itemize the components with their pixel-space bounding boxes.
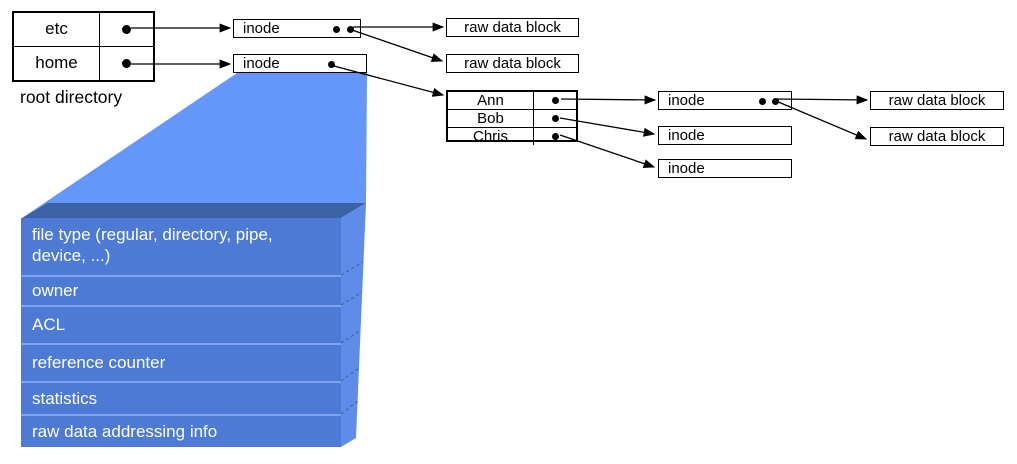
inode-box-chris: inode bbox=[658, 159, 792, 178]
inode-box-bob: inode bbox=[658, 126, 792, 145]
inode-label: inode bbox=[668, 127, 705, 144]
raw-data-block-label: raw data block bbox=[888, 128, 986, 145]
inode-field-file-type: file type (regular, directory, pipe, dev… bbox=[21, 218, 341, 275]
home-entry-ann-pointer-cell bbox=[534, 92, 576, 110]
root-entry-etc-pointer-cell bbox=[100, 13, 153, 47]
home-entry-chris-pointer-cell bbox=[534, 128, 576, 145]
raw-data-block-label: raw data block bbox=[888, 92, 986, 109]
inode-field-raw-data-addressing: raw data addressing info bbox=[21, 414, 341, 447]
raw-data-block-etc-2: raw data block bbox=[446, 54, 579, 73]
raw-data-block-etc-1: raw data block bbox=[446, 18, 579, 37]
raw-data-block-label: raw data block bbox=[464, 55, 561, 72]
inode-zoom-funnel bbox=[22, 73, 367, 218]
inode-etc-pointer-dot-1 bbox=[333, 26, 340, 33]
root-directory-table: etc home bbox=[12, 11, 155, 82]
inode-field-reference-counter: reference counter bbox=[21, 343, 341, 381]
inode-field-owner: owner bbox=[21, 275, 341, 305]
inode-label: inode bbox=[243, 55, 280, 72]
inode-ann-pointer-dot-1 bbox=[759, 98, 766, 105]
inode-stack-side-divider bbox=[340, 291, 363, 306]
raw-data-block-ann-1: raw data block bbox=[870, 91, 1004, 110]
etc-pointer-dot bbox=[122, 24, 131, 34]
ann-pointer-dot bbox=[551, 97, 559, 104]
root-entry-home-pointer-cell bbox=[100, 47, 153, 81]
chris-pointer-dot bbox=[551, 133, 559, 140]
root-entry-home: home bbox=[14, 46, 100, 80]
inode-detail-stack: file type (regular, directory, pipe, dev… bbox=[21, 218, 341, 447]
inode-label: inode bbox=[668, 92, 705, 109]
inode-home-pointer-dot bbox=[328, 61, 335, 68]
inode-stack-side-divider bbox=[340, 261, 364, 276]
raw-data-block-ann-2: raw data block bbox=[870, 127, 1004, 146]
home-entry-chris: Chris bbox=[448, 128, 534, 145]
inode-stack-side-divider bbox=[340, 367, 360, 382]
inode-stack-top-face bbox=[22, 203, 366, 218]
inode-stack-side-face bbox=[341, 203, 366, 447]
home-directory-table: Ann Bob Chris bbox=[446, 90, 578, 145]
inode-label: inode bbox=[668, 160, 705, 177]
root-entry-etc: etc bbox=[14, 13, 100, 47]
home-entry-ann: Ann bbox=[448, 92, 534, 110]
inode-etc-pointer-dot-2 bbox=[347, 26, 354, 33]
inode-ann-pointer-dot-2 bbox=[772, 98, 779, 105]
bob-pointer-dot bbox=[551, 115, 559, 122]
root-directory-caption: root directory bbox=[20, 87, 123, 107]
inode-box-home: inode bbox=[233, 54, 367, 73]
inode-box-etc: inode bbox=[233, 19, 361, 38]
raw-data-block-label: raw data block bbox=[464, 19, 561, 36]
inode-stack-side-divider bbox=[340, 329, 362, 344]
inode-label: inode bbox=[243, 20, 280, 37]
home-entry-bob-pointer-cell bbox=[534, 110, 576, 128]
inode-field-statistics: statistics bbox=[21, 381, 341, 414]
inode-box-ann: inode bbox=[658, 91, 792, 110]
home-pointer-dot bbox=[122, 58, 131, 68]
inode-field-acl: ACL bbox=[21, 305, 341, 343]
home-entry-bob: Bob bbox=[448, 110, 534, 128]
